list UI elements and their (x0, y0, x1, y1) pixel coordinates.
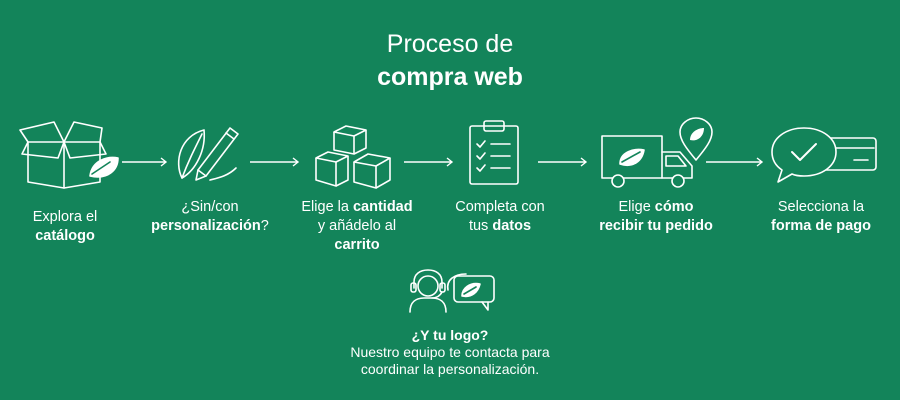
step-3-bold: cantidad (352, 199, 413, 215)
step-6-text: Selecciona la (777, 199, 865, 215)
step-5-bold-2: recibir tu pedido (599, 218, 713, 234)
boxes-icon (312, 124, 398, 190)
step-3-caption: Elige la cantidad y añádelo al carrito (286, 198, 428, 255)
step-3-bold-2: carrito (334, 237, 380, 253)
step-1-bold: catálogo (35, 228, 95, 244)
title-line-2: compra web (377, 63, 523, 91)
step-3-text: Elige la (301, 199, 353, 215)
step-2-text: ¿Sin/con (181, 199, 239, 215)
flow-arrow-1 (122, 154, 168, 172)
step-4-text-2: tus (468, 218, 493, 234)
step-6-caption: Selecciona la forma de pago (756, 198, 886, 236)
step-2-bold: personalización (151, 218, 261, 234)
step-5-caption: Elige cómo recibir tu pedido (586, 198, 726, 236)
flow-arrow-3 (404, 154, 454, 172)
flow-arrow-5 (706, 154, 764, 172)
step-2-suffix: ? (260, 218, 269, 234)
payment-check-icon (770, 126, 880, 186)
step-2-caption: ¿Sin/con personalización? (140, 198, 280, 236)
support-heading: ¿Y tu logo? (250, 327, 650, 344)
pencil-leaf-icon (174, 122, 244, 182)
step-4-caption: Completa con tus datos (436, 198, 564, 236)
step-5-bold: cómo (654, 199, 694, 215)
step-4-text: Completa con (455, 199, 545, 215)
step-1-caption: Explora el catálogo (10, 208, 120, 246)
clipboard-checklist-icon (464, 120, 524, 186)
step-3-text-2: y añádelo al (317, 218, 397, 234)
open-box-leaf-icon (18, 118, 119, 190)
support-heading-text: ¿Y tu logo? (411, 327, 489, 343)
flow-arrow-2 (250, 154, 300, 172)
title-line-1: Proceso de (386, 30, 514, 58)
delivery-truck-icon (600, 117, 716, 194)
step-1-text: Explora el (32, 209, 98, 225)
support-line-1: Nuestro equipo te contacta para (350, 344, 550, 360)
support-line-2: coordinar la personalización. (360, 361, 540, 377)
step-4-bold: datos (492, 218, 532, 234)
step-6-bold: forma de pago (771, 218, 871, 234)
headset-chat-icon (404, 268, 498, 314)
step-5-text: Elige (618, 199, 655, 215)
flow-arrow-4 (538, 154, 588, 172)
